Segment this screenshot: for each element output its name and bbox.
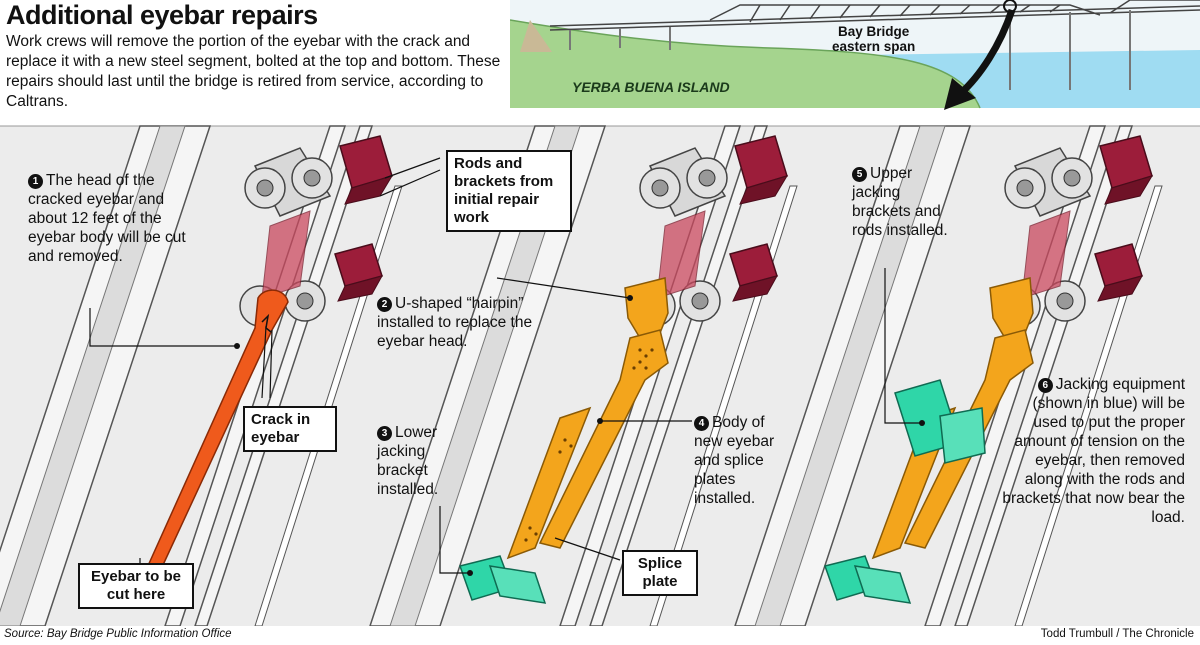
step-3-text: Lower jacking bracket installed. bbox=[377, 424, 439, 498]
cut-here-callout: Eyebar to be cut here bbox=[78, 563, 194, 609]
bridge-label-line2: eastern span bbox=[832, 39, 916, 54]
splice-plate-callout: Splice plate bbox=[622, 550, 698, 596]
island-label: YERBA BUENA ISLAND bbox=[572, 79, 730, 95]
crack-callout: Crack in eyebar bbox=[243, 406, 337, 452]
step-5-text: Upper jacking brackets and rods installe… bbox=[852, 165, 948, 239]
bridge-span-label: Bay Bridge eastern span bbox=[832, 24, 915, 54]
bridge-label-line1: Bay Bridge bbox=[838, 24, 910, 39]
step-2-text: U-shaped “hairpin” installed to replace … bbox=[377, 295, 533, 350]
repair-sequence-diagram bbox=[0, 125, 1200, 626]
step-6-number: 6 bbox=[1037, 378, 1053, 393]
panel-3 bbox=[734, 125, 1163, 626]
step-5-number: 5 bbox=[852, 167, 867, 182]
artist-credit: Todd Trumbull / The Chronicle bbox=[1040, 628, 1194, 640]
step-2-number: 2 bbox=[377, 297, 392, 312]
step-1-number: 1 bbox=[28, 174, 43, 189]
page-title: Additional eyebar repairs bbox=[6, 0, 318, 30]
panel-2 bbox=[369, 125, 798, 626]
source-credit: Source: Bay Bridge Public Information Of… bbox=[4, 628, 232, 640]
intro-paragraph: Work crews will remove the portion of th… bbox=[6, 33, 501, 110]
step-6-text: Jacking equipment (shown in blue) will b… bbox=[1002, 376, 1185, 526]
step-3-number: 3 bbox=[377, 426, 392, 441]
bridge-overview-illustration bbox=[510, 0, 1200, 109]
zoom-arrow bbox=[944, 8, 1016, 110]
step-1-text: The head of the cracked eyebar and about… bbox=[28, 172, 186, 265]
step-4-number: 4 bbox=[694, 416, 709, 431]
rods-brackets-callout: Rods and brackets from initial repair wo… bbox=[446, 150, 572, 232]
step-4-text: Body of new eyebar and splice plates ins… bbox=[694, 414, 775, 507]
